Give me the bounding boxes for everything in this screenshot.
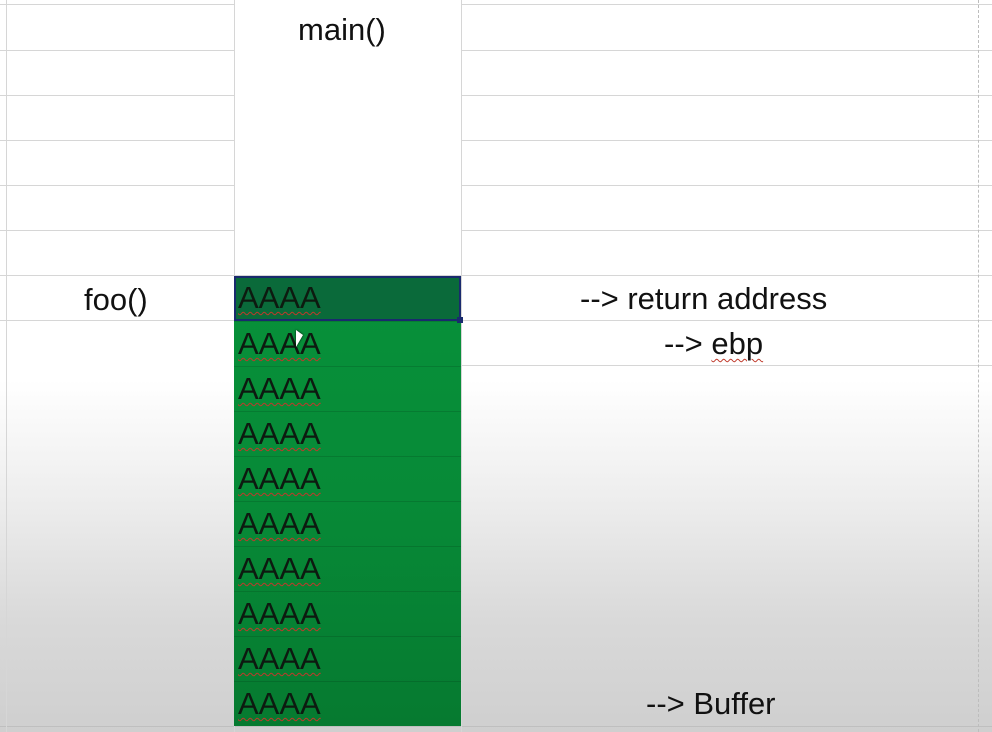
gridline	[0, 95, 234, 96]
stack-cell-value: AAAA	[238, 280, 321, 315]
stack-cell-value: AAAA	[238, 371, 321, 406]
gridline	[461, 95, 992, 96]
stack-cell[interactable]: AAAA	[234, 591, 461, 636]
ebp-label: --> ebp	[664, 328, 763, 359]
selection-fill-handle[interactable]	[457, 317, 463, 323]
stack-frame-column: AAAA AAAA AAAA AAAA AAAA AAAA AAAA AAAA …	[234, 276, 461, 726]
main-function-label: main()	[298, 12, 386, 47]
ebp-word: ebp	[711, 326, 764, 361]
gridline	[6, 0, 7, 732]
gridline	[461, 140, 992, 141]
gridline	[0, 275, 992, 276]
gridline	[0, 726, 992, 727]
stack-cell-value: AAAA	[238, 551, 321, 586]
gridline	[461, 230, 992, 231]
stack-cell[interactable]: AAAA	[234, 321, 461, 366]
stack-cell-value: AAAA	[238, 416, 321, 451]
stack-cell[interactable]: AAAA	[234, 411, 461, 456]
mouse-cursor-icon	[296, 330, 303, 347]
stack-cell-value: AAAA	[238, 641, 321, 676]
stack-cell[interactable]: AAAA	[234, 366, 461, 411]
stack-cell-value: AAAA	[238, 326, 321, 361]
gridline	[0, 4, 234, 5]
stack-cell-selected[interactable]: AAAA	[234, 276, 461, 321]
buffer-label: --> Buffer	[646, 686, 776, 721]
gridline	[461, 185, 992, 186]
stack-cell[interactable]: AAAA	[234, 501, 461, 546]
stack-cell[interactable]: AAAA	[234, 681, 461, 726]
gridline	[0, 140, 234, 141]
stack-cell[interactable]: AAAA	[234, 636, 461, 681]
ebp-arrow: -->	[664, 326, 712, 361]
gridline	[0, 185, 234, 186]
stack-cell-value: AAAA	[238, 461, 321, 496]
gridline	[0, 320, 234, 321]
stack-cell-value: AAAA	[238, 506, 321, 541]
gridline	[461, 4, 992, 5]
gridline	[0, 50, 234, 51]
gridline	[461, 320, 992, 321]
page-break-line	[978, 0, 979, 732]
stack-cell-value: AAAA	[238, 596, 321, 631]
gridline	[0, 230, 234, 231]
gridline	[461, 50, 992, 51]
gridline	[461, 0, 462, 732]
foo-function-label: foo()	[84, 282, 148, 317]
stack-cell-value: AAAA	[238, 686, 321, 721]
stack-cell[interactable]: AAAA	[234, 546, 461, 591]
stack-cell[interactable]: AAAA	[234, 456, 461, 501]
gridline	[461, 365, 992, 366]
return-address-label: --> return address	[580, 281, 828, 316]
